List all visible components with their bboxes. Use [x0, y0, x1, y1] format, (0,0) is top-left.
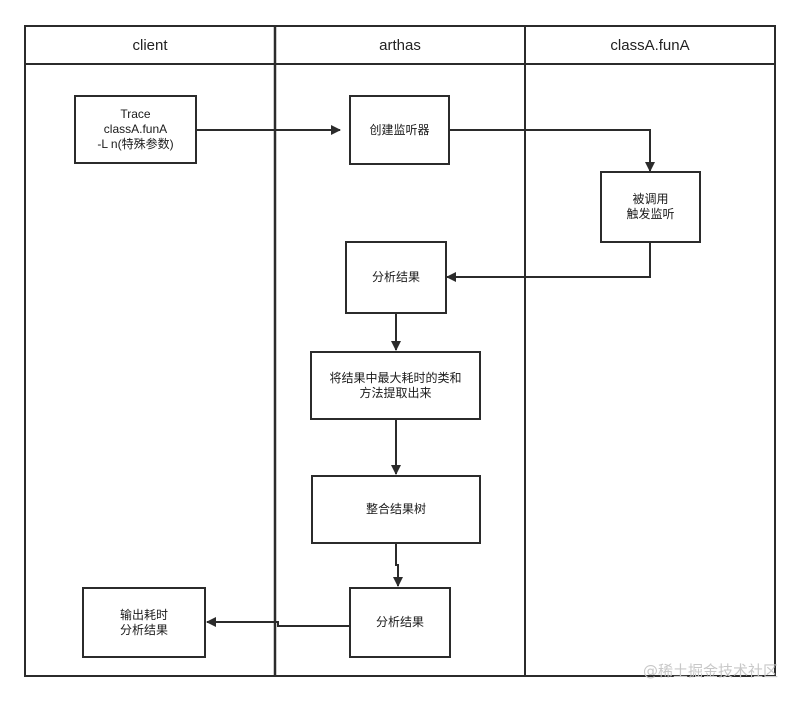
- lane-header-arthas: arthas: [379, 36, 421, 54]
- node-invoked-trigger-listener: 被调用 触发监听: [600, 171, 701, 243]
- node-analyze-result-2: 分析结果: [349, 587, 451, 658]
- watermark: @稀土掘金技术社区: [642, 662, 778, 680]
- node-analyze-result-1: 分析结果: [345, 241, 447, 314]
- node-merge-result-tree: 整合结果树: [311, 475, 481, 544]
- edge-invoked-to-analyze1: [446, 243, 651, 282]
- lane-header-client: client: [132, 36, 168, 54]
- edge-merge-to-analyze2: [393, 544, 403, 587]
- diagram-frame: [24, 25, 776, 677]
- node-create-listener: 创建监听器: [349, 95, 450, 165]
- node-output-cost-result: 输出耗时 分析结果: [82, 587, 206, 658]
- node-trace-command: Trace classA.funA -L n(特殊参数): [74, 95, 197, 164]
- edge-create-listener-to-invoked: [450, 129, 655, 172]
- node-extract-max-cost: 将结果中最大耗时的类和 方法提取出来: [310, 351, 481, 420]
- lane-header-classA-funA: classA.funA: [610, 36, 690, 54]
- edge-analyze2-to-output: [206, 617, 350, 627]
